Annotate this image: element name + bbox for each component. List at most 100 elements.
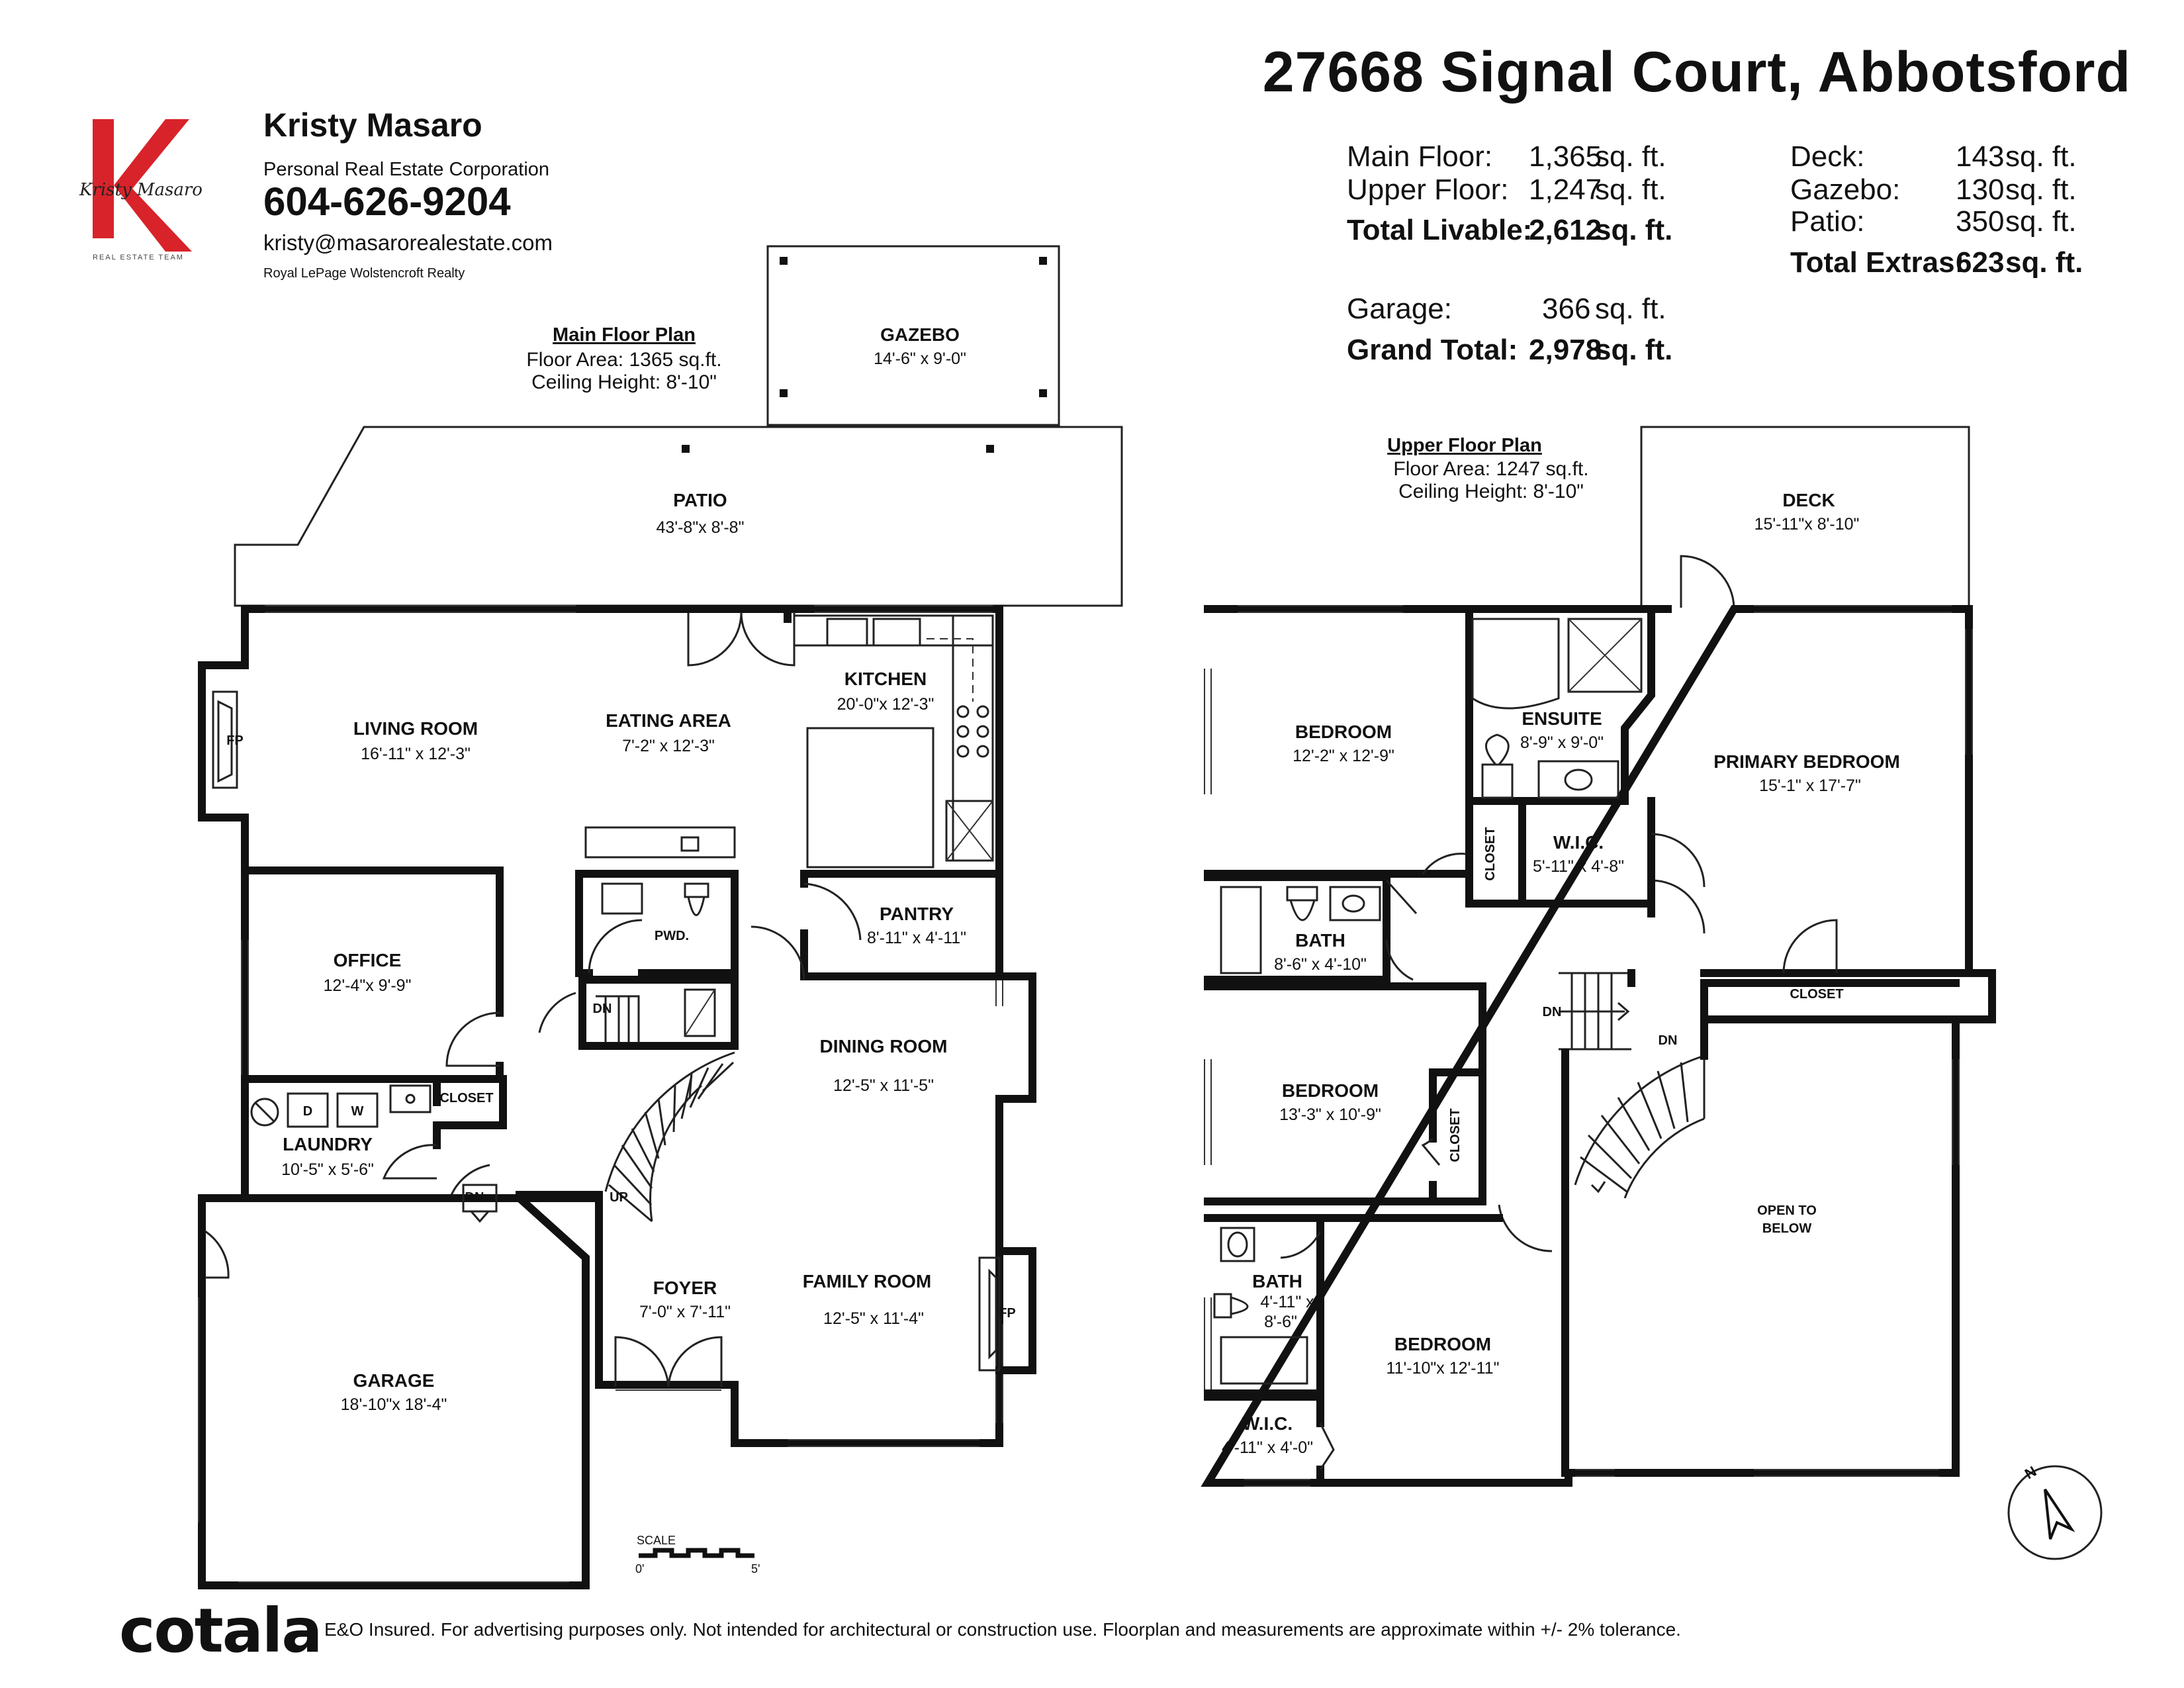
- washer-label: W: [351, 1104, 364, 1119]
- footer-disclaimer: E&O Insured. For advertising purposes on…: [324, 1619, 1681, 1640]
- front-door: [614, 1336, 723, 1387]
- eating-area-label: EATING AREA: [606, 710, 731, 731]
- agent-logo: Kristy Masaro REAL ESTATE TEAM: [79, 119, 203, 261]
- stat-gazebo: Gazebo: 130 sq. ft.: [1790, 173, 2077, 206]
- pantry-label: PANTRY: [880, 904, 954, 924]
- bath2-label: BATH: [1252, 1271, 1302, 1291]
- deck-dims: 15'-11"x 8'-10": [1754, 515, 1860, 534]
- closet2-label: CLOSET: [1790, 987, 1843, 1002]
- ensuite-dims: 8'-9" x 9'-0": [1520, 733, 1604, 752]
- pantry-dims: 8'-11" x 4'-11": [867, 929, 966, 947]
- stat-patio: Patio: 350 sq. ft.: [1790, 205, 2077, 238]
- office-label: OFFICE: [334, 950, 402, 970]
- living-room-dims: 16'-11" x 12'-3": [361, 745, 471, 763]
- bedroom2-label: BEDROOM: [1282, 1080, 1379, 1101]
- agent-brokerage: Royal LePage Wolstencroft Realty: [263, 266, 465, 281]
- bedroom3-dims: 11'-10"x 12'-11": [1387, 1359, 1500, 1378]
- stat-main-floor: Main Floor: 1,365 sq. ft.: [1347, 140, 1666, 173]
- wic1-dims: 5'-11" x 4'-8": [1533, 857, 1624, 876]
- fridge: [945, 800, 994, 862]
- agent-phone[interactable]: 604-626-9204: [263, 179, 511, 224]
- ensuite-tub: [1471, 618, 1560, 710]
- compass-n-label: N: [2022, 1463, 2039, 1483]
- fireplace-family: [978, 1256, 1001, 1372]
- wic2-label: W.I.C.: [1242, 1413, 1293, 1434]
- stat-deck: Deck: 143 sq. ft.: [1790, 140, 2077, 173]
- kitchen-label: KITCHEN: [844, 669, 927, 689]
- upper-plan-area: Floor Area: 1247 sq.ft.: [1393, 458, 1588, 480]
- main-west-wall: [198, 605, 600, 1202]
- office-wall: [241, 867, 504, 1083]
- stat-grand-total: Grand Total: 2,978 sq. ft.: [1347, 334, 1673, 366]
- patio-dims: 43'-8"x 8'-8": [657, 518, 745, 537]
- pwd-counter: [584, 826, 736, 859]
- main-plan-ceiling: Ceiling Height: 8'-10": [531, 371, 717, 393]
- upper-floor-plan: Upper Floor Plan Floor Area: 1247 sq.ft.…: [1201, 426, 2103, 1560]
- pwd-label: PWD.: [655, 929, 689, 943]
- upper-plan-ceiling: Ceiling Height: 8'-10": [1398, 481, 1584, 502]
- stat-total-extras: Total Extras: 623 sq. ft.: [1790, 246, 2083, 279]
- closet1-label: CLOSET: [1483, 827, 1498, 880]
- garage-label: GARAGE: [353, 1370, 435, 1391]
- scale-label: SCALE: [637, 1534, 676, 1547]
- scale-start: 0': [635, 1562, 644, 1575]
- wic2-dims: 4'-11" x 4'-0": [1222, 1438, 1313, 1457]
- upper-stair-straight: [1559, 972, 1631, 1051]
- open-to-below-line1: OPEN TO: [1757, 1203, 1817, 1218]
- bedroom2-dims: 13'-3" x 10'-9": [1279, 1105, 1381, 1124]
- patio-label: PATIO: [673, 490, 727, 510]
- dining-room-label: DINING ROOM: [820, 1036, 948, 1056]
- eating-area-dims: 7'-2" x 12'-3": [622, 737, 715, 755]
- fp-family-label: FP: [999, 1306, 1016, 1321]
- stat-total-livable: Total Livable: 2,612 sq. ft.: [1347, 214, 1673, 246]
- stair-down-enclosure: [578, 976, 739, 1050]
- bath1-dims: 8'-6" x 4'-10": [1274, 955, 1367, 974]
- garage-dims: 18'-10"x 18'-4": [341, 1395, 447, 1414]
- dryer-label: D: [303, 1104, 312, 1119]
- laundry-dims: 10'-5" x 5'-6": [281, 1160, 374, 1179]
- laundry-closet-label: CLOSET: [439, 1091, 493, 1105]
- ensuite-shower: [1567, 618, 1643, 693]
- bath2-tub: [1220, 1336, 1308, 1385]
- closet3-label: CLOSET: [1448, 1108, 1463, 1162]
- deck-label: DECK: [1782, 490, 1835, 510]
- patio-outline: [234, 426, 1123, 607]
- bath1-label: BATH: [1295, 930, 1345, 951]
- property-address: 27668 Signal Court, Abbotsford: [1262, 40, 2131, 104]
- upper-dn2-label: DN: [1659, 1033, 1678, 1048]
- main-dn-label: DN: [593, 1002, 612, 1016]
- upper-plan-title: Upper Floor Plan: [1387, 435, 1542, 456]
- family-room-dims: 12'-5" x 11'-4": [823, 1309, 924, 1328]
- primary-bedroom-dims: 15'-1" x 17'-7": [1759, 776, 1861, 795]
- kitchen-counter-top: [793, 614, 994, 647]
- pwd-wall: [575, 870, 739, 977]
- primary-bedroom-label: PRIMARY BEDROOM: [1713, 751, 1900, 772]
- agent-email[interactable]: kristy@masarorealestate.com: [263, 230, 553, 255]
- foyer-dims: 7'-0" x 7'-11": [639, 1303, 731, 1321]
- upper-curved-stair: [1574, 1055, 1706, 1199]
- fireplace-family-wall: [995, 1247, 1036, 1374]
- gazebo-dims: 14'-6" x 9'-0": [874, 350, 966, 368]
- kitchen-island: [806, 727, 934, 868]
- deck-outline: [1640, 426, 1970, 609]
- main-up-label: UP: [610, 1190, 628, 1205]
- bath1-tub: [1220, 886, 1262, 974]
- garage-wall: [198, 1194, 590, 1589]
- patio-door: [687, 612, 796, 667]
- agent-name: Kristy Masaro: [263, 107, 482, 144]
- agent-corporation: Personal Real Estate Corporation: [263, 159, 550, 180]
- bedroom1-dims: 12'-2" x 12'-9": [1293, 747, 1394, 765]
- logo-subtext: REAL ESTATE TEAM: [93, 254, 184, 261]
- bath2-dims1: 4'-11" x: [1260, 1293, 1314, 1311]
- main-plan-title: Main Floor Plan: [553, 324, 696, 346]
- main-plan-area: Floor Area: 1365 sq.ft.: [526, 349, 721, 371]
- scale-end: 5': [751, 1562, 760, 1575]
- deck-door: [1680, 555, 1735, 608]
- laundry-label: LAUNDRY: [283, 1134, 373, 1154]
- bedroom1-label: BEDROOM: [1295, 722, 1392, 742]
- stat-upper-floor: Upper Floor: 1,247 sq. ft.: [1347, 173, 1666, 206]
- upper-dn1-label: DN: [1543, 1005, 1562, 1019]
- office-door: [445, 1011, 500, 1067]
- fp-living-label: FP: [226, 733, 244, 748]
